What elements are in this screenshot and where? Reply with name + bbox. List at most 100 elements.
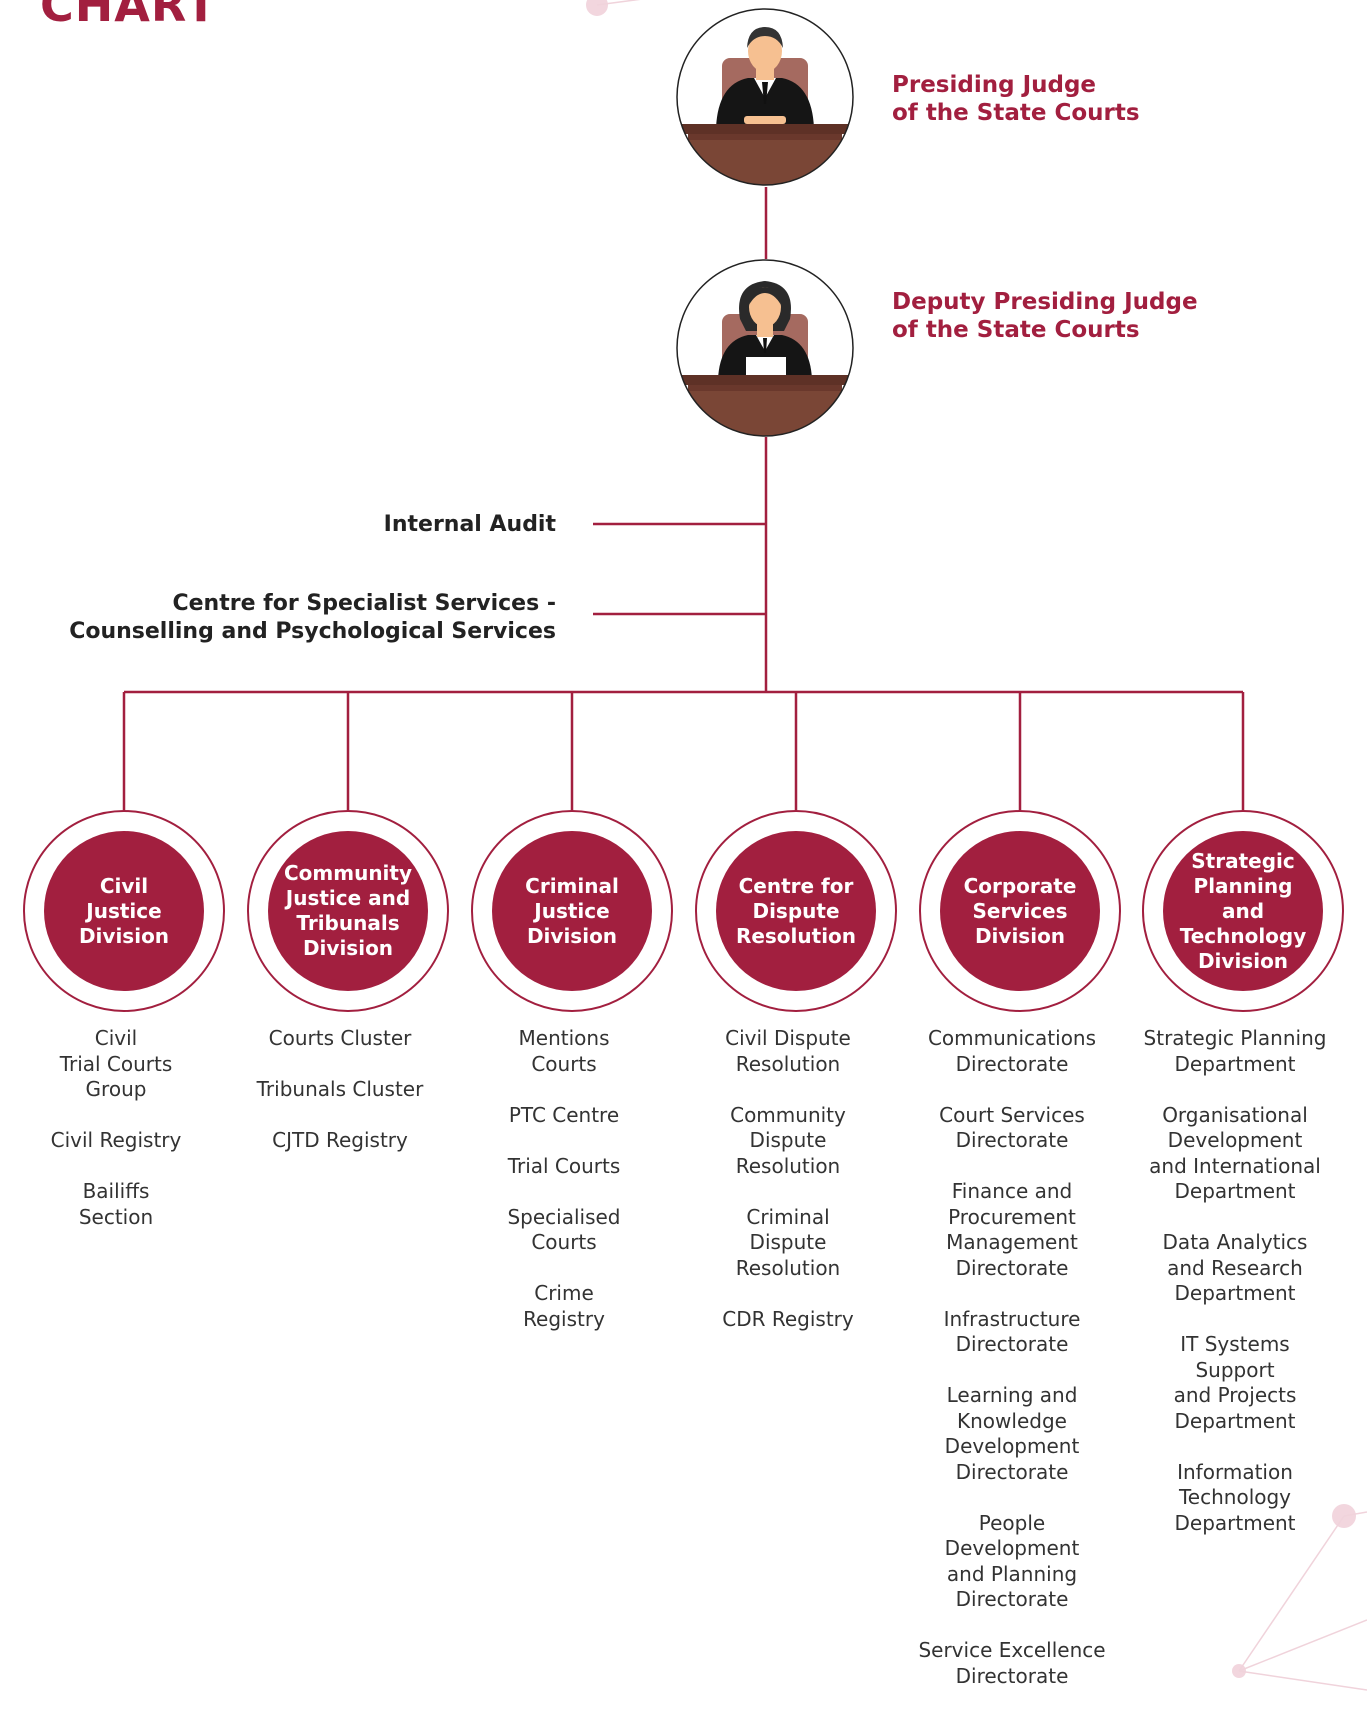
unit-line: CJTD Registry [272, 1128, 408, 1152]
male-judge-icon [676, 8, 854, 186]
unit-line: Resolution [735, 1255, 841, 1280]
unit-line: Bailiffs [82, 1179, 150, 1203]
title-line: of the State Courts [892, 317, 1140, 343]
unit-line: Dispute [749, 1230, 827, 1254]
unit-line: Registry [523, 1306, 605, 1331]
division-name-line: Centre for [738, 873, 854, 898]
unit-line: Department [1174, 1408, 1296, 1433]
unit-line: Technology [1178, 1485, 1292, 1509]
unit-line: Infrastructure [943, 1306, 1081, 1331]
division-name-line: Planning [1193, 873, 1293, 898]
division-name-line: Corporate [963, 873, 1077, 898]
unit-line: Directorate [955, 1128, 1069, 1152]
unit-line: Directorate [955, 1459, 1069, 1484]
specialist-services-label: Centre for Specialist Services - Counsel… [69, 590, 556, 646]
deputy-judge-title: Deputy Presiding Judge of the State Cour… [892, 288, 1198, 344]
division-name-line: Justice [534, 898, 610, 923]
unit-line: Criminal [746, 1204, 830, 1229]
label-line: Internal Audit [383, 512, 556, 537]
unit-line: Support [1195, 1357, 1275, 1382]
unit-line: Knowledge [957, 1408, 1067, 1433]
unit-line: Department [1174, 1051, 1296, 1076]
unit-line: Development [944, 1536, 1080, 1560]
unit-line: and Projects [1173, 1383, 1297, 1407]
internal-audit-label: Internal Audit [384, 511, 556, 539]
division-name-line: Division [974, 923, 1066, 948]
presiding-judge-title: Presiding Judge of the State Courts [892, 71, 1140, 127]
unit-line: Resolution [735, 1051, 841, 1076]
title-line: Presiding Judge [892, 72, 1097, 98]
unit-line: Community [730, 1102, 846, 1127]
unit-line: Directorate [955, 1255, 1069, 1280]
unit-line: Courts Cluster [268, 1026, 412, 1050]
unit-line: Civil Registry [50, 1128, 182, 1152]
unit-line: and Planning [946, 1561, 1078, 1586]
unit-line: Courts [531, 1230, 597, 1254]
unit-line: Learning and [946, 1383, 1078, 1407]
unit-item: Courts Cluster [240, 1026, 440, 1052]
division-name-line: Division [526, 923, 618, 948]
unit-line: IT Systems [1180, 1332, 1290, 1356]
unit-line: Directorate [955, 1051, 1069, 1076]
division-name-line: Civil [99, 873, 149, 898]
unit-line: Section [78, 1204, 154, 1229]
division-name-line: and [1221, 898, 1265, 923]
unit-line: Development [1167, 1128, 1303, 1152]
division-name-line: Division [1197, 948, 1289, 973]
unit-line: Trial Courts [59, 1051, 173, 1076]
unit-line: Civil [94, 1026, 138, 1050]
unit-item: CDR Registry [688, 1307, 888, 1333]
unit-item: Civil Registry [16, 1128, 216, 1154]
unit-line: Trial Courts [507, 1153, 621, 1178]
division-name-line: Technology [1179, 923, 1307, 948]
unit-item: Tribunals Cluster [240, 1077, 440, 1103]
unit-line: Management [946, 1230, 1078, 1254]
unit-line: Civil Dispute [725, 1026, 851, 1050]
division-name-line: Justice and [285, 886, 411, 910]
unit-line: Department [1174, 1510, 1296, 1535]
label-line: Centre for Specialist Services - [172, 591, 556, 616]
unit-line: Information [1177, 1459, 1293, 1484]
unit-line: PTC Centre [508, 1102, 620, 1127]
unit-line: Resolution [735, 1153, 841, 1178]
unit-line: Development [944, 1434, 1080, 1458]
unit-line: Court Services [939, 1102, 1085, 1127]
unit-line: Directorate [955, 1663, 1069, 1688]
unit-item: PTC Centre [464, 1103, 664, 1129]
unit-item: Trial Courts [464, 1154, 664, 1180]
unit-line: Directorate [955, 1332, 1069, 1356]
unit-line: and Research [1167, 1255, 1303, 1280]
female-judge-icon [676, 259, 854, 437]
title-line: of the State Courts [892, 100, 1140, 126]
